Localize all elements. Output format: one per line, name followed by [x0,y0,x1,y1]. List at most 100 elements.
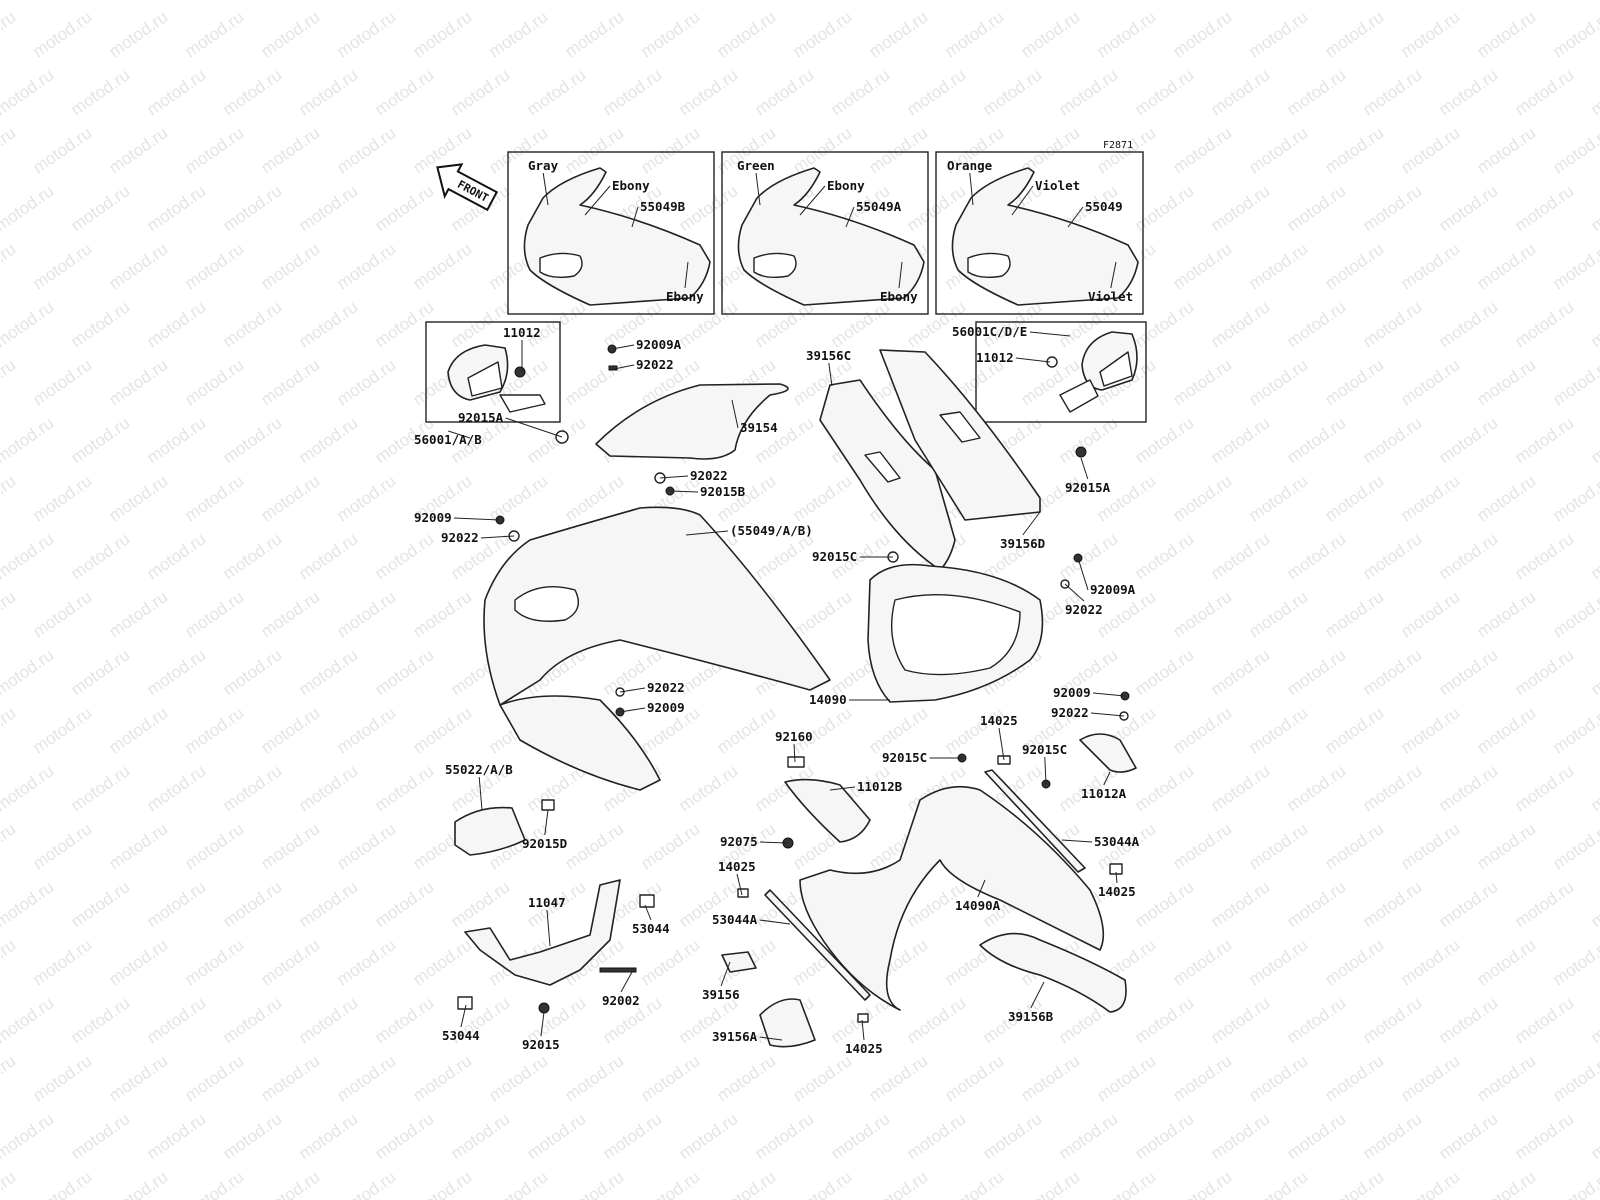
watermark-text: motod.ru [219,65,285,119]
watermark-text: motod.ru [1549,1167,1600,1200]
part-label-p14025-b: 14025 [845,1041,883,1056]
figure-ref: F2871 [1103,140,1133,151]
watermark-text: motod.ru [1587,413,1600,467]
watermark-text: motod.ru [0,413,57,467]
watermark-text: motod.ru [371,0,437,3]
watermark-text: motod.ru [599,65,665,119]
watermark-text: motod.ru [751,65,817,119]
watermark-text: motod.ru [1435,0,1501,3]
watermark-text: motod.ru [1473,355,1539,409]
watermark-text: motod.ru [181,355,247,409]
watermark-text: motod.ru [67,181,133,235]
watermark-text: motod.ru [827,65,893,119]
part-label-p92009-c: 92009 [647,700,685,715]
watermark-text: motod.ru [371,65,437,119]
watermark-text: motod.ru [1587,529,1600,583]
part-label-p11012-l: 11012 [503,325,541,340]
part-label-c2-ebony-bot: Ebony [880,289,918,304]
watermark-text: motod.ru [1473,1051,1539,1105]
watermark-text: motod.ru [1359,993,1425,1047]
watermark-text: motod.ru [561,819,627,873]
watermark-text: motod.ru [1435,181,1501,235]
watermark-text: motod.ru [295,413,361,467]
watermark-text: motod.ru [105,471,171,525]
watermark-text: motod.ru [1473,239,1539,293]
leader-line-c3-violet-top [1011,185,1034,216]
part-label-c1-ebony-top: Ebony [612,178,650,193]
watermark-text: motod.ru [181,819,247,873]
leader-line-p92009a-r [1077,557,1089,591]
watermark-text: motod.ru [1587,297,1600,351]
watermark-text: motod.ru [1131,761,1197,815]
watermark-text: motod.ru [1397,819,1463,873]
leader-line-p11012b [829,786,856,791]
part-label-p53044a-r: 53044A [1094,834,1140,849]
watermark-text: motod.ru [1321,935,1387,989]
part-label-p92015a-r: 92015A [1065,480,1111,495]
watermark-text: motod.ru [409,239,475,293]
watermark-text: motod.ru [105,703,171,757]
watermark-text: motod.ru [67,529,133,583]
watermark-text: motod.ru [1131,181,1197,235]
leader-line-p11047 [546,909,551,947]
part-label-p39156c: 39156C [806,348,851,363]
watermark-text: motod.ru [1321,123,1387,177]
watermark-text: motod.ru [0,877,57,931]
watermark-text: motod.ru [1511,65,1577,119]
watermark-text: motod.ru [1473,935,1539,989]
watermark-text: motod.ru [371,877,437,931]
leader-line-p14025-r [1115,871,1118,884]
watermark-text: motod.ru [181,239,247,293]
watermark-text: motod.ru [1321,7,1387,61]
watermark-text: motod.ru [0,935,19,989]
label-layer: GrayEbony55049BEbonyGreenEbony55049AEbon… [414,158,1140,1056]
leader-line-c1-gray [542,172,549,206]
part-label-p92015c-r: 92015C [1022,742,1067,757]
watermark-text: motod.ru [1245,123,1311,177]
leader-line-p11012a [1103,771,1111,786]
watermark-text: motod.ru [1093,7,1159,61]
leader-line-p92160 [793,743,796,763]
watermark-text: motod.ru [1017,1051,1083,1105]
watermark-text: motod.ru [0,65,57,119]
watermark-text: motod.ru [219,645,285,699]
watermark-text: motod.ru [1169,471,1235,525]
watermark-text: motod.ru [105,123,171,177]
watermark-text: motod.ru [105,239,171,293]
watermark-text: motod.ru [675,65,741,119]
watermark-text: motod.ru [789,1051,855,1105]
leader-line-c2-ebony-top [799,185,826,216]
watermark-text: motod.ru [637,1051,703,1105]
watermark-text: motod.ru [1397,355,1463,409]
watermark-text: motod.ru [0,819,19,873]
watermark-text: motod.ru [485,1051,551,1105]
leader-line-c2-ebony-bot [898,261,903,289]
watermark-text: motod.ru [523,65,589,119]
watermark-text: motod.ru [447,1109,513,1163]
watermark-text: motod.ru [257,123,323,177]
watermark-text: motod.ru [143,1109,209,1163]
part-label-p92009a-t: 92009A [636,337,682,352]
leader-line-p39156d [1022,511,1041,536]
watermark-text: motod.ru [371,297,437,351]
watermark-text: motod.ru [0,239,19,293]
watermark-text: motod.ru [1359,761,1425,815]
leader-line-p92022-r2 [1090,712,1125,717]
watermark-text: motod.ru [1473,587,1539,641]
watermark-text: motod.ru [789,123,855,177]
watermark-text: motod.ru [1131,65,1197,119]
watermark-text: motod.ru [29,239,95,293]
watermark-text: motod.ru [1473,1167,1539,1200]
watermark-text: motod.ru [1245,935,1311,989]
watermark-text: motod.ru [371,1109,437,1163]
watermark-text: motod.ru [0,529,57,583]
watermark-text: motod.ru [371,993,437,1047]
watermark-text: motod.ru [67,413,133,467]
part-label-p92022-l: 92022 [441,530,479,545]
part-label-c2-green: Green [737,158,775,173]
mirror-box-right [975,321,1147,423]
leader-line-c2-55049a [845,206,855,228]
part-label-p14090a: 14090A [955,898,1001,913]
mirror-box-left [425,321,561,423]
